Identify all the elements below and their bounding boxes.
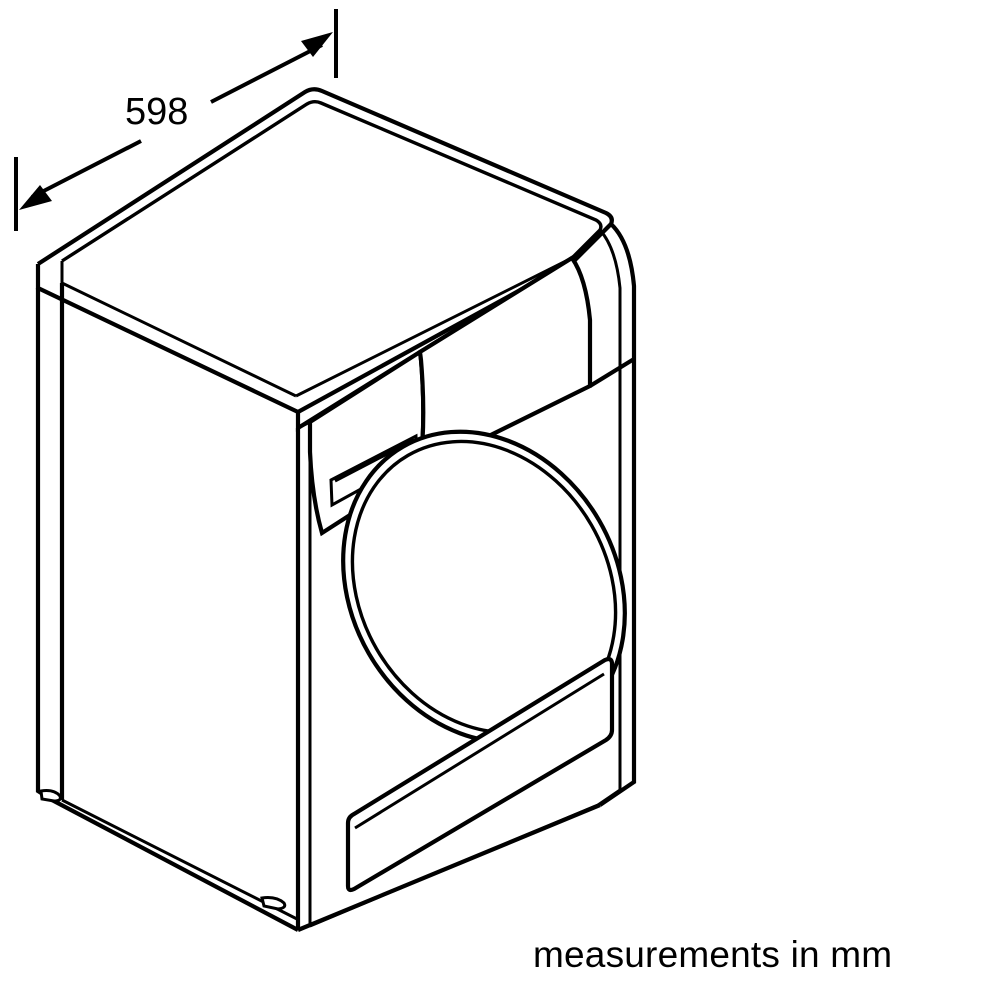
top-lid-right-corner-inner bbox=[598, 229, 622, 344]
top-lid-right-corner bbox=[609, 222, 637, 346]
left-side-panel-rear-edge bbox=[35, 288, 54, 802]
dimension-598-value: 598 bbox=[125, 91, 188, 133]
dimension-598-arrowhead-right bbox=[301, 32, 333, 57]
left-side-panel-bottom-edge bbox=[51, 798, 299, 932]
measurements-unit-note: measurements in mm bbox=[533, 934, 892, 975]
dimension-598-leader-left bbox=[31, 139, 142, 199]
lower-drawer-panel[interactable] bbox=[345, 657, 615, 893]
top-front-bevel-upper-inner bbox=[295, 256, 573, 398]
foot-rear-left bbox=[39, 789, 62, 803]
lower-drawer-panel-highlight bbox=[354, 672, 605, 830]
dimension-598-group: 598 bbox=[14, 9, 338, 231]
foot-front-left bbox=[260, 896, 287, 911]
front-panel-top-right-connector bbox=[588, 357, 636, 388]
top-lid-left-lip-inner bbox=[60, 261, 297, 398]
top-lid-outer-edge bbox=[36, 87, 614, 266]
front-panel-right-inner-edge bbox=[597, 344, 622, 807]
dimension-598-leader-right bbox=[210, 43, 323, 104]
front-panel-bottom-inner-edge bbox=[309, 803, 599, 928]
top-lid-left-lip bbox=[35, 264, 299, 414]
top-lid-inner-edge bbox=[61, 100, 603, 263]
left-side-panel-bottom-inner-edge bbox=[61, 798, 298, 921]
dimension-598-arrowhead-left bbox=[19, 185, 52, 210]
